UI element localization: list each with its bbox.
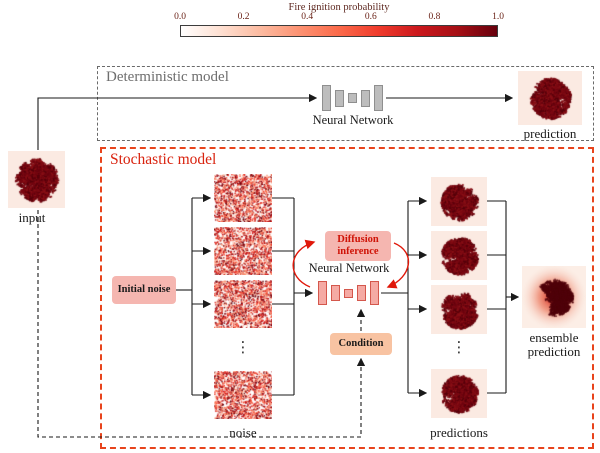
condition-box: Condition [330, 333, 392, 355]
colorbar-tick: 0.4 [301, 12, 314, 22]
noise-map-3 [214, 280, 272, 328]
noise-map-4 [214, 371, 272, 419]
stochastic-nn-label: Neural Network [308, 261, 390, 275]
noise-map-2 [214, 227, 272, 275]
deterministic-neural-network-icon [322, 84, 383, 112]
deterministic-prediction-label: prediction [523, 126, 577, 141]
colorbar-tick: 0.2 [237, 12, 250, 22]
prediction-sample-2 [431, 231, 487, 280]
stochastic-model-title: Stochastic model [110, 151, 217, 168]
noise-ellipsis: ⋮ [235, 338, 251, 356]
deterministic-model-title: Deterministic model [106, 69, 229, 85]
noise-map-1 [214, 174, 272, 222]
colorbar-tick: 0.8 [428, 12, 441, 22]
prediction-sample-3 [431, 285, 487, 334]
predictions-column-label: predictions [430, 425, 488, 440]
colorbar-tick: 1.0 [492, 12, 504, 22]
stochastic-neural-network-icon [318, 281, 379, 305]
deterministic-prediction-map [518, 71, 582, 125]
colorbar-ticks: 0.0 0.2 0.4 0.6 0.8 1.0 [174, 12, 504, 23]
prediction-sample-1 [431, 177, 487, 226]
input-label: input [18, 210, 46, 225]
colorbar-gradient [180, 25, 498, 37]
colorbar-title: Fire ignition probability [288, 2, 390, 13]
noise-column-label: noise [229, 425, 257, 440]
input-map [8, 151, 65, 208]
ensemble-prediction-map [522, 266, 586, 328]
colorbar-tick: 0.6 [364, 12, 377, 22]
deterministic-nn-label: Neural Network [312, 113, 394, 127]
colorbar-tick: 0.0 [174, 12, 186, 22]
predictions-ellipsis: ⋮ [451, 338, 467, 356]
prediction-sample-4 [431, 369, 487, 418]
initial-noise-box: Initial noise [112, 276, 176, 304]
diffusion-inference-box: Diffusion inference [325, 231, 391, 261]
ensemble-prediction-label: ensemble prediction [527, 330, 581, 360]
